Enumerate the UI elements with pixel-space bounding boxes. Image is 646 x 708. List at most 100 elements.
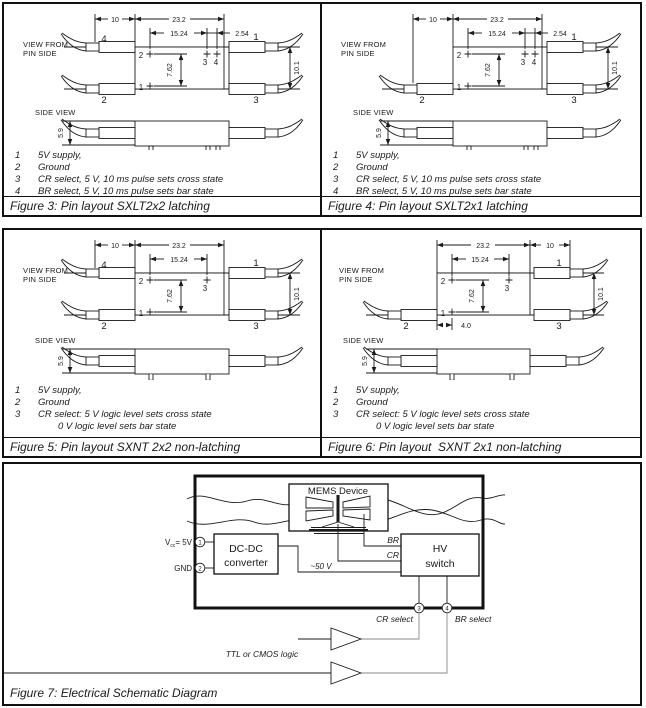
br-wire-label: BR [387, 535, 399, 545]
pin-side-label: PIN SIDE [339, 275, 373, 284]
dim-7-62: 7.62 [485, 63, 492, 77]
pin-3-label: 3 [203, 284, 208, 293]
note-number: 2 [333, 162, 339, 173]
note-number: 1 [15, 385, 21, 396]
dim-7-62: 7.62 [469, 289, 476, 303]
pin-2-number: 2 [198, 566, 202, 572]
hv-label-line1: HV [433, 543, 448, 555]
mems-device-block: MEMS Device [288, 483, 389, 534]
port-1-label: 1 [253, 32, 258, 43]
port-1-label: 1 [253, 258, 258, 269]
note-text: 5V supply, [38, 150, 82, 161]
br-select-pin: 4 BR select [441, 602, 492, 624]
note-number: 2 [333, 397, 339, 408]
pin-side-label: PIN SIDE [341, 49, 375, 58]
port-1-label: 1 [571, 32, 576, 43]
note-number: 3 [333, 409, 339, 420]
note-number: 3 [15, 409, 21, 420]
pin-side-label: PIN SIDE [23, 49, 57, 58]
gnd-label: GND [174, 564, 192, 573]
mems-hv-wires [337, 514, 401, 562]
hv-supply-wire [278, 545, 401, 573]
pin-2-label: 2 [139, 277, 144, 286]
view-from-label: VIEW FROM [23, 40, 68, 49]
port-2-label: 2 [419, 95, 424, 106]
dim-15-24: 15.24 [471, 257, 489, 264]
port-3-label: 3 [556, 321, 561, 332]
note-text: Ground [356, 397, 388, 408]
pin-1-number: 1 [198, 540, 202, 546]
gnd-pin: 2 GND [174, 562, 214, 574]
dim-2-54: 2.54 [235, 31, 249, 38]
port-3-label: 3 [571, 95, 576, 106]
dim-10: 10 [111, 243, 119, 250]
view-from-label: VIEW FROM [341, 40, 386, 49]
hv-switch-block: HV switch [400, 533, 480, 577]
pin-4-label: 4 [214, 58, 219, 67]
cr-select-label: CR select [376, 614, 413, 624]
note-number: 4 [333, 186, 339, 197]
note-number: 1 [15, 150, 21, 161]
cr-wire-label: CR [387, 550, 399, 560]
figure5-cell: VIEW FROM PIN SIDE 10 23.2 15.24 7.62 10… [4, 230, 320, 456]
port-4-label: 4 [101, 34, 106, 45]
dim-10-1: 10.1 [294, 61, 301, 75]
hv-label-line2: switch [425, 558, 454, 570]
pin-1-label: 1 [441, 309, 446, 318]
figure6-drawing: VIEW FROM PIN SIDE 23.2 10 15.24 4.0 7.6… [339, 240, 609, 380]
dim-10: 10 [546, 243, 554, 250]
pin-1-label: 1 [457, 83, 462, 92]
side-view-label: SIDE VIEW [35, 336, 76, 345]
note-text: CR select: 5 V logic level sets cross st… [38, 409, 212, 420]
port-2-label: 2 [403, 321, 408, 332]
dim-23-2: 23.2 [172, 243, 186, 250]
note-text: Ground [356, 162, 388, 173]
note-number: 3 [15, 174, 21, 185]
pin-side-label: PIN SIDE [23, 275, 57, 284]
select-wires [418, 576, 448, 603]
note-text: CR select, 5 V, 10 ms pulse sets cross s… [356, 174, 542, 185]
side-view-label: SIDE VIEW [343, 336, 384, 345]
note-number: 2 [15, 397, 21, 408]
pin-4-label: 4 [532, 58, 537, 67]
port-4-label: 4 [101, 260, 106, 271]
port-3-label: 3 [253, 321, 258, 332]
pin-2-label: 2 [139, 51, 144, 60]
vcc-pin: 1 Vcc= 5V [165, 536, 214, 549]
buffer-triangle-icon [330, 661, 363, 685]
figure3-drawing: VIEW FROM PIN SIDE 10 23.2 15.24 2.54 7.… [23, 14, 304, 150]
dim-10-1: 10.1 [294, 287, 301, 301]
view-from-label: VIEW FROM [23, 266, 68, 275]
note-text: 5V supply, [356, 385, 400, 396]
dim-7-62: 7.62 [167, 289, 174, 303]
mems-comb-icon [309, 521, 368, 534]
note-number: 1 [333, 385, 339, 396]
figure6-cell: VIEW FROM PIN SIDE 23.2 10 15.24 4.0 7.6… [320, 230, 640, 456]
dim-23-2: 23.2 [172, 17, 186, 24]
port-1-label: 1 [556, 258, 561, 269]
figure4-cell: VIEW FROM PIN SIDE 10 23.2 15.24 2.54 7.… [320, 4, 640, 215]
pin-3-label: 3 [521, 58, 526, 67]
dcdc-label-line1: DC-DC [229, 543, 263, 555]
note-continuation: 0 V logic level sets bar state [376, 421, 495, 432]
pin-3-label: 3 [203, 58, 208, 67]
pin-2-label: 2 [441, 277, 446, 286]
figure6-caption: Figure 6: Pin layout SXNT 2x1 non-latchi… [322, 437, 640, 456]
note-text: BR select, 5 V, 10 ms pulse sets bar sta… [356, 186, 532, 197]
dim-15-24: 15.24 [488, 31, 506, 38]
figure4-caption: Figure 4: Pin layout SXLT2x1 latching [322, 196, 640, 215]
port-2-label: 2 [101, 321, 106, 332]
note-text: Ground [38, 162, 70, 173]
figure3-caption: Figure 3: Pin layout SXLT2x2 latching [4, 196, 320, 215]
pin-1-label: 1 [139, 83, 144, 92]
note-text: Ground [38, 397, 70, 408]
dcdc-converter-block: DC-DC converter [213, 533, 279, 575]
view-from-label: VIEW FROM [339, 266, 384, 275]
figure5-drawing: VIEW FROM PIN SIDE 10 23.2 15.24 7.62 10… [23, 240, 304, 380]
dim-4-0: 4.0 [461, 323, 471, 330]
dim-7-62: 7.62 [167, 63, 174, 77]
pin-3-number: 3 [417, 606, 421, 612]
